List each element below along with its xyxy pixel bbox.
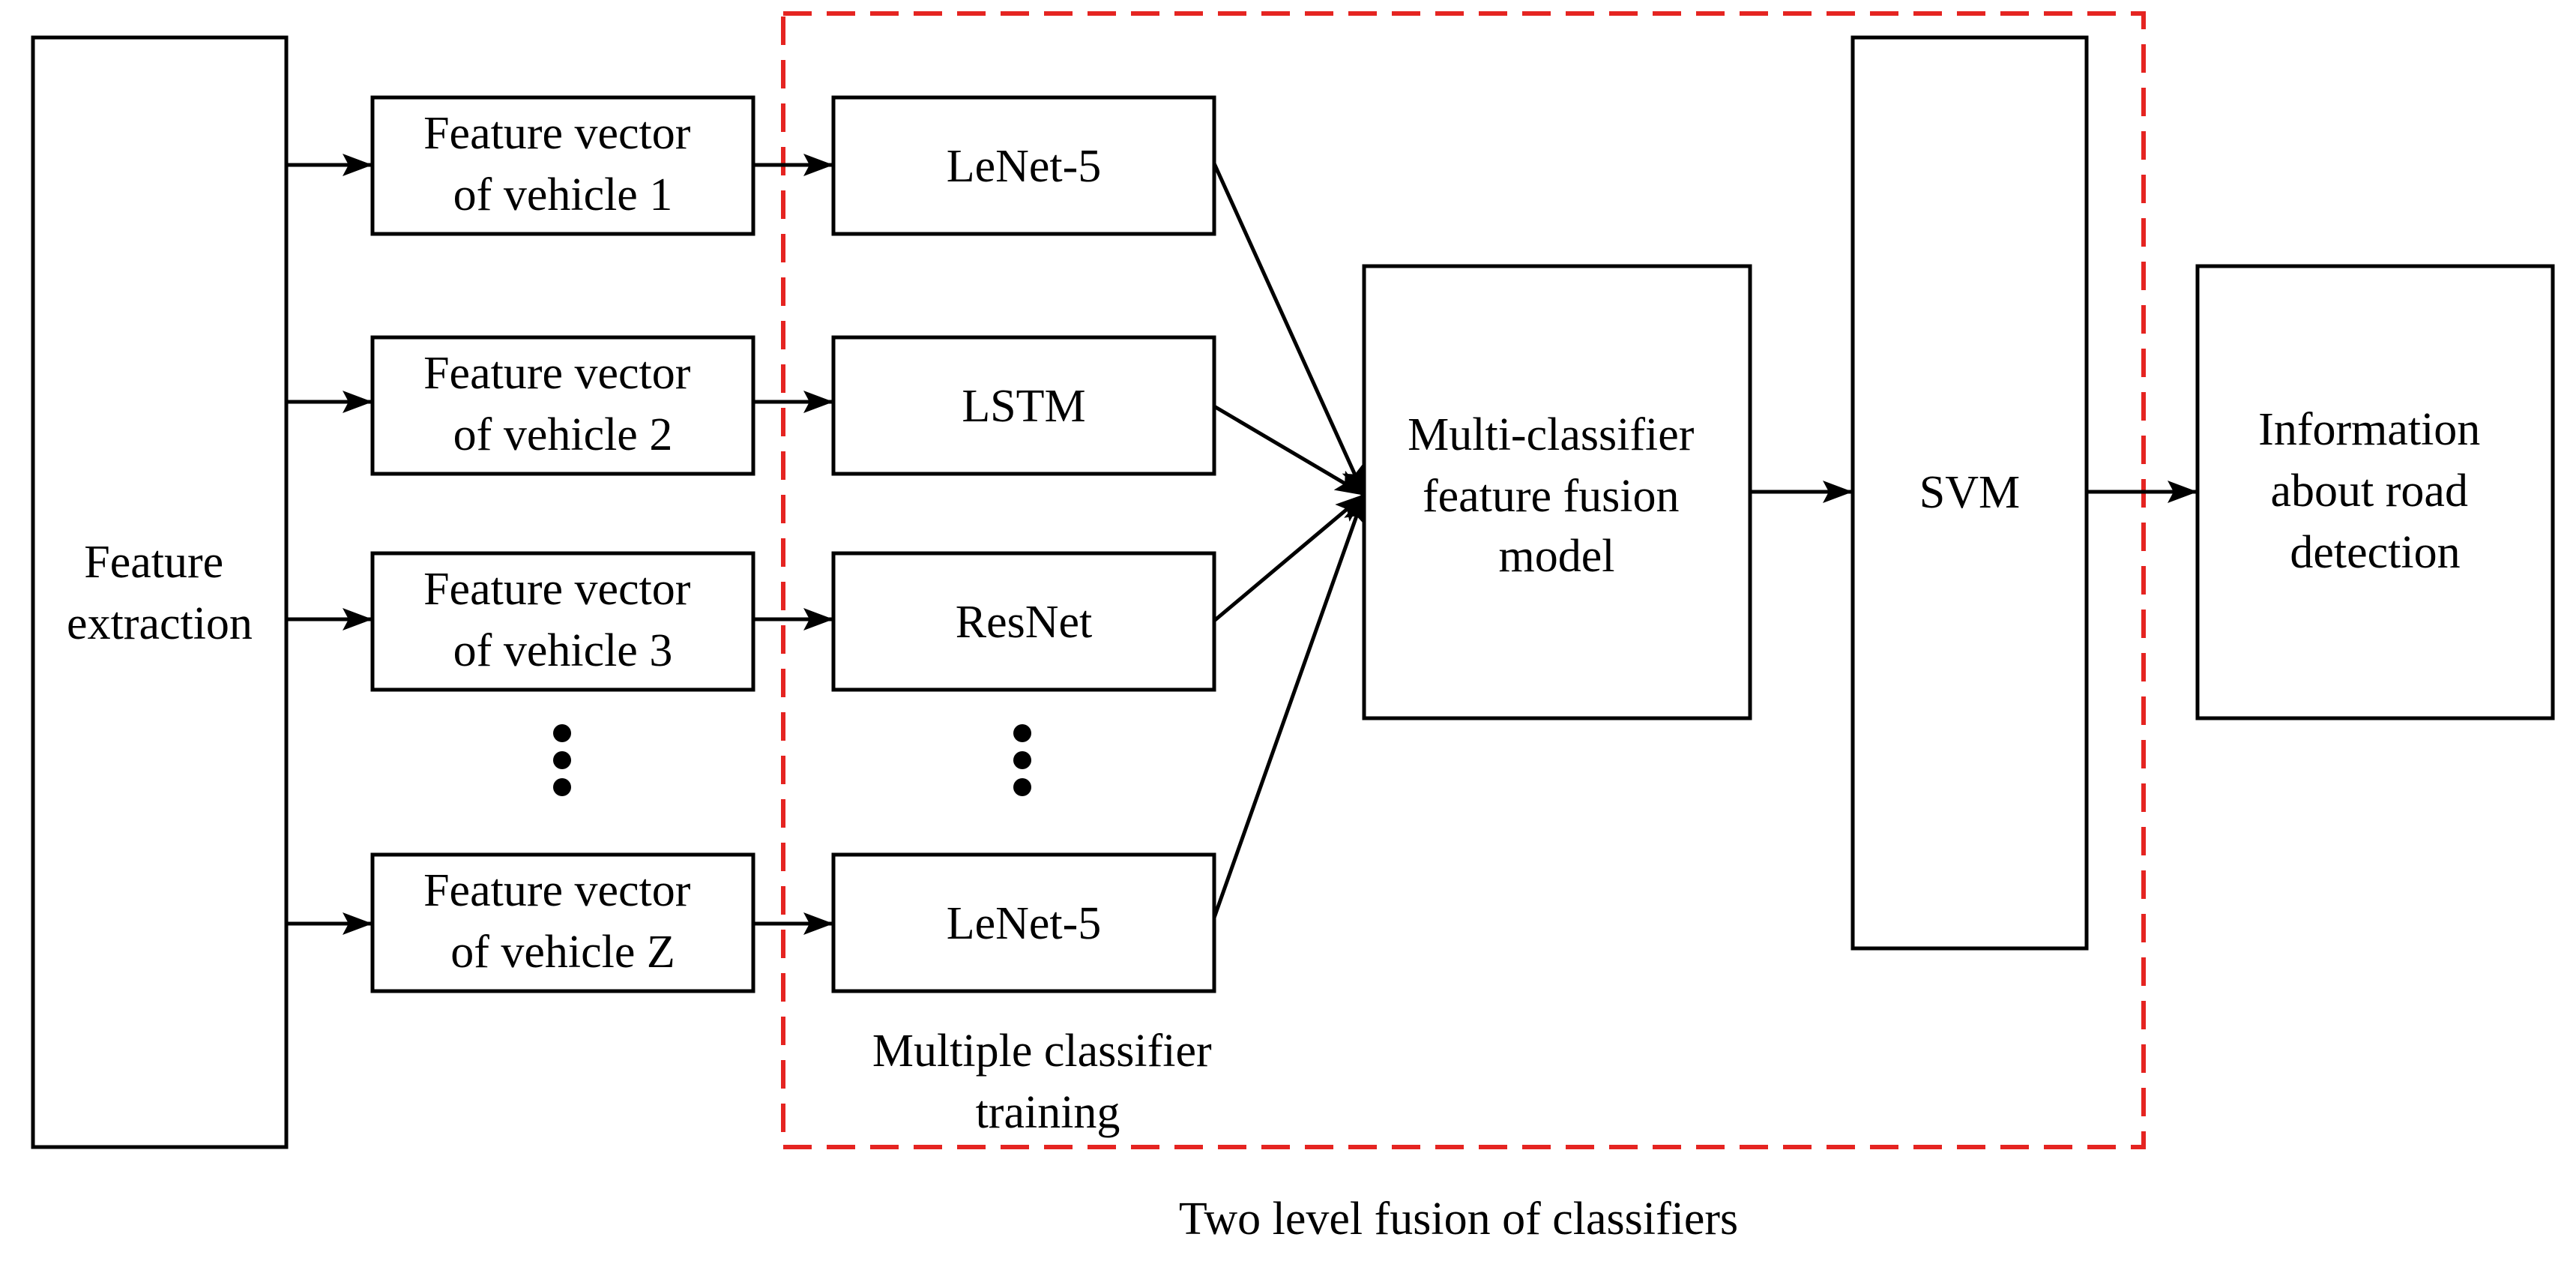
output-line-3: detection xyxy=(2290,527,2460,578)
feature-vector-2-line-2: of vehicle 2 xyxy=(453,409,673,460)
feature-extraction-label: Feature extraction xyxy=(67,537,253,649)
feature-vector-2-box xyxy=(370,335,755,476)
arrow-classifier-4-to-fusion xyxy=(1212,493,1366,918)
feature-vector-1-line-2: of vehicle 1 xyxy=(453,169,673,220)
fusion-model-line-2: feature fusion xyxy=(1423,471,1680,522)
classifier-ellipsis xyxy=(1013,724,1031,796)
feature-vector-3-line-2: of vehicle 3 xyxy=(453,625,673,676)
region-caption-line-1: Multiple classifier xyxy=(872,1026,1212,1077)
feature-vector-z-line-1: Feature vector xyxy=(423,865,691,916)
feature-vector-2-label: Feature vector of vehicle 2 xyxy=(423,348,702,460)
road-detection-output-box xyxy=(2195,264,2555,720)
feature-vector-3-label: Feature vector of vehicle 3 xyxy=(423,564,702,676)
classifier-lenet5-top: LeNet-5 xyxy=(831,95,1216,236)
classifier-resnet: ResNet xyxy=(831,551,1216,692)
output-line-1: Information xyxy=(2258,404,2480,455)
road-detection-output-label: Information about road detection xyxy=(2258,404,2492,578)
vector-ellipsis xyxy=(553,724,571,796)
feature-extraction-box xyxy=(31,35,289,1149)
feature-vector-2: Feature vector of vehicle 2 xyxy=(370,335,755,476)
classifier-3-box xyxy=(831,551,1216,692)
arrow-classifier-2-to-fusion xyxy=(1213,404,1366,497)
classifier-3-label: ResNet xyxy=(956,597,1093,648)
feature-vector-3-line-1: Feature vector xyxy=(423,564,691,615)
fusion-model-label: Multi-classifier feature fusion model xyxy=(1408,409,1706,582)
two-level-fusion-region xyxy=(781,11,2146,1149)
feature-vector-3: Feature vector of vehicle 3 xyxy=(370,551,755,692)
feature-vector-1-label: Feature vector of vehicle 1 xyxy=(423,108,702,220)
feature-vector-1-line-1: Feature vector xyxy=(423,108,691,159)
feature-vector-1-box xyxy=(370,95,755,236)
arrow-classifier-1-to-fusion xyxy=(1212,162,1366,496)
feature-vector-1: Feature vector of vehicle 1 xyxy=(370,95,755,236)
fusion-model-box xyxy=(1362,264,1752,720)
svm-label: SVM xyxy=(1919,467,2020,518)
feature-extraction-label-line-1: Feature xyxy=(84,537,223,588)
feature-vector-z-line-2: of vehicle Z xyxy=(450,927,675,978)
classifier-1-label: LeNet-5 xyxy=(947,141,1102,192)
classifier-2-box xyxy=(831,335,1216,476)
feature-extraction-label-line-2: extraction xyxy=(67,598,253,649)
fusion-model-line-1: Multi-classifier xyxy=(1408,409,1695,460)
feature-vector-2-line-1: Feature vector xyxy=(423,348,691,399)
feature-vector-z-box xyxy=(370,852,755,993)
feature-vector-z: Feature vector of vehicle Z xyxy=(370,852,755,993)
region-caption-line-2: training xyxy=(976,1087,1120,1138)
output-line-2: about road xyxy=(2271,466,2468,517)
svm-box xyxy=(1850,35,2089,951)
arrow-classifier-3-to-fusion xyxy=(1213,493,1366,622)
feature-vector-3-box xyxy=(370,551,755,692)
fusion-model-line-3: model xyxy=(1499,531,1615,582)
classifier-lstm: LSTM xyxy=(831,335,1216,476)
region-caption: Multiple classifier training xyxy=(872,1026,1223,1138)
classifier-2-label: LSTM xyxy=(962,381,1085,432)
feature-vector-z-label: Feature vector of vehicle Z xyxy=(423,865,702,978)
figure-caption: Two level fusion of classifiers xyxy=(1179,1194,1738,1245)
classifier-lenet5-bottom: LeNet-5 xyxy=(831,852,1216,993)
classifier-1-box xyxy=(831,95,1216,236)
classifier-4-box xyxy=(831,852,1216,993)
classifier-4-label: LeNet-5 xyxy=(947,898,1102,949)
